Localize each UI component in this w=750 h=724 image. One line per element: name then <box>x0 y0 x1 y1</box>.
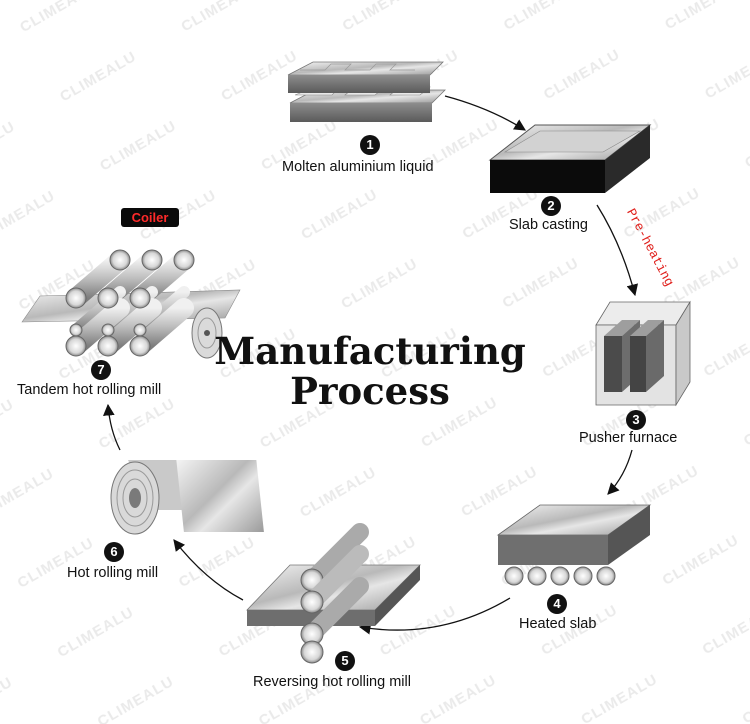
step-4-number: 4 <box>547 594 567 614</box>
step-7-label: Tandem hot rolling mill <box>17 382 162 398</box>
arrow-3-to-4 <box>607 449 633 495</box>
heated-slab-illustration <box>496 504 652 586</box>
step-1-label: Molten aluminium liquid <box>282 159 434 175</box>
step-6-number: 6 <box>104 542 124 562</box>
arrow-5-to-6 <box>173 539 244 601</box>
step-1-number: 1 <box>360 135 380 155</box>
step-2-number: 2 <box>541 196 561 216</box>
step-5-label: Reversing hot rolling mill <box>253 674 411 690</box>
slab-casting-illustration <box>488 124 652 193</box>
tandem-mill-illustration <box>21 249 241 359</box>
step-3-number: 3 <box>626 410 646 430</box>
page-title-line-1: Manufacturing <box>214 329 526 373</box>
step-6-label: Hot rolling mill <box>67 565 159 581</box>
step-5-number: 5 <box>335 651 355 671</box>
step-3-label: Pusher furnace <box>579 430 678 446</box>
reversing-mill-illustration <box>246 523 421 664</box>
arrow-4-to-5 <box>358 597 511 635</box>
pusher-furnace-illustration <box>595 300 691 407</box>
step-2-label: Slab casting <box>509 217 588 233</box>
arrow-1-to-2 <box>444 95 526 131</box>
arrow-6-to-7 <box>103 403 121 451</box>
step-7-number: 7 <box>91 360 111 380</box>
step-4-label: Heated slab <box>519 616 597 632</box>
aluminium-ingots-illustration <box>287 61 446 122</box>
coiler-tag: Coiler <box>121 208 179 227</box>
page-title-line-2: Process <box>290 369 450 413</box>
arrow-2-to-3 <box>596 204 639 297</box>
hot-rolled-coil-illustration <box>110 460 264 535</box>
